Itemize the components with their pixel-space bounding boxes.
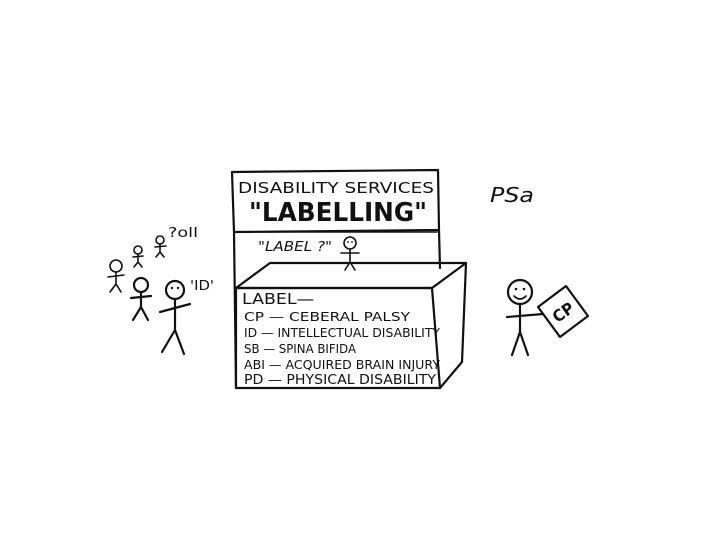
cp-sign-text: CP <box>549 298 578 326</box>
booth-right-post <box>437 228 442 270</box>
smiling-figure <box>505 278 545 357</box>
queue-figure-far-1 <box>154 235 167 258</box>
label-item-pd: PD — PHYSICAL DISABILITY <box>244 373 436 388</box>
queue-figures: ?oll 'ID' <box>107 226 214 356</box>
cp-sign: CP <box>536 284 590 339</box>
label-item-id: ID — INTELLECTUAL DISABILITY <box>244 326 441 340</box>
label-heading: LABEL— <box>242 290 314 308</box>
booth-attendant-figure <box>340 236 360 271</box>
label-item-cp: CP — CEBERAL PALSY <box>244 310 411 324</box>
queue-figure-front <box>158 279 192 356</box>
booth-speech: "LABEL ?" <box>258 240 332 255</box>
disability-services-booth: DISABILITY SERVICES "LABELLING" "LABEL ?… <box>230 168 468 390</box>
artist-initials: PSa <box>490 183 534 207</box>
label-item-abi: ABI — ACQUIRED BRAIN INJURY <box>244 358 441 372</box>
booth-title-line2: "LABELLING" <box>249 198 427 228</box>
booth-title-line1: DISABILITY SERVICES <box>238 179 434 197</box>
queue-figure-mid-1 <box>107 259 125 293</box>
queue-figure-mid-2 <box>129 276 153 322</box>
right-figure-group: PSa CP <box>490 183 590 357</box>
queue-id-tag: 'ID' <box>190 279 214 294</box>
counter-top <box>234 261 468 290</box>
queue-small-text: ?oll <box>168 226 198 241</box>
counter-side <box>438 261 468 390</box>
label-item-sb: SB — SPINA BIFIDA <box>244 342 357 356</box>
queue-figure-far-2 <box>132 245 144 268</box>
